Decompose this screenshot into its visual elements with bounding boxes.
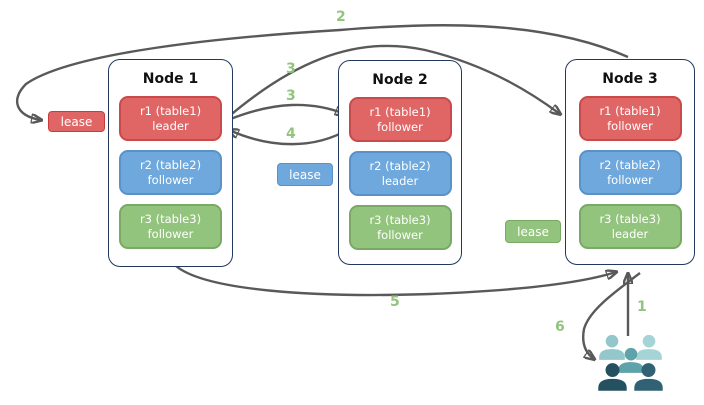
step-label-3b: 3 <box>286 88 296 104</box>
replica-name: r3 (table3) <box>599 211 661 226</box>
arrow-step3-node1-to-node2 <box>227 103 345 122</box>
node-3-replica-r1: r1 (table1) follower <box>578 96 682 142</box>
node-2: Node 2 r1 (table1) follower r2 (table2) … <box>338 60 462 265</box>
replica-name: r3 (table3) <box>369 212 431 227</box>
replica-name: r3 (table3) <box>139 211 202 226</box>
lease-badge-r3: lease <box>505 220 561 243</box>
person-icon <box>636 334 662 360</box>
step-label-6: 6 <box>555 319 565 335</box>
replica-name: r1 (table1) <box>369 104 431 119</box>
node-3: Node 3 r1 (table1) follower r2 (table2) … <box>565 59 695 265</box>
replica-role: leader <box>381 173 419 188</box>
lease-badge-r2: lease <box>277 163 333 186</box>
node-2-replica-r3: r3 (table3) follower <box>348 205 452 251</box>
step-label-2: 2 <box>336 9 346 25</box>
node-1-replica-r3: r3 (table3) follower <box>119 204 222 250</box>
replica-name: r1 (table1) <box>139 103 202 118</box>
node-3-replica-r2: r2 (table2) follower <box>578 150 682 196</box>
node-2-title: Node 2 <box>372 72 428 88</box>
replica-name: r2 (table2) <box>599 157 661 172</box>
node-3-replica-r3: r3 (table3) leader <box>578 204 682 250</box>
replica-role: follower <box>607 172 653 187</box>
replica-role: follower <box>377 227 423 242</box>
replica-role: follower <box>607 118 653 133</box>
person-icon <box>634 363 663 391</box>
replica-role: leader <box>611 226 649 241</box>
node-3-title: Node 3 <box>602 71 658 87</box>
node-2-replica-r2: r2 (table2) leader <box>348 151 452 197</box>
replica-name: r1 (table1) <box>599 103 661 118</box>
step-label-3a: 3 <box>286 61 296 77</box>
step-label-1: 1 <box>637 299 647 315</box>
arrow-step5-node1-to-node3 <box>175 265 616 297</box>
step-label-5: 5 <box>390 294 400 310</box>
node-1: Node 1 r1 (table1) leader r2 (table2) fo… <box>108 59 233 267</box>
replica-name: r2 (table2) <box>369 158 431 173</box>
users-group-icon <box>597 334 665 396</box>
node-1-title: Node 1 <box>142 71 199 87</box>
lease-badge-r1: lease <box>48 111 105 132</box>
person-icon <box>599 334 625 360</box>
replica-role: follower <box>377 119 423 134</box>
replica-role: follower <box>147 172 194 187</box>
node-2-replica-r1: r1 (table1) follower <box>348 97 452 143</box>
node-1-replica-r2: r2 (table2) follower <box>119 150 222 196</box>
replica-role: follower <box>147 226 194 241</box>
person-icon <box>618 347 644 373</box>
person-icon <box>598 363 627 391</box>
step-label-4: 4 <box>286 126 296 142</box>
replica-role: leader <box>152 118 189 133</box>
replica-name: r2 (table2) <box>139 157 202 172</box>
node-1-replica-r1: r1 (table1) leader <box>119 96 222 142</box>
